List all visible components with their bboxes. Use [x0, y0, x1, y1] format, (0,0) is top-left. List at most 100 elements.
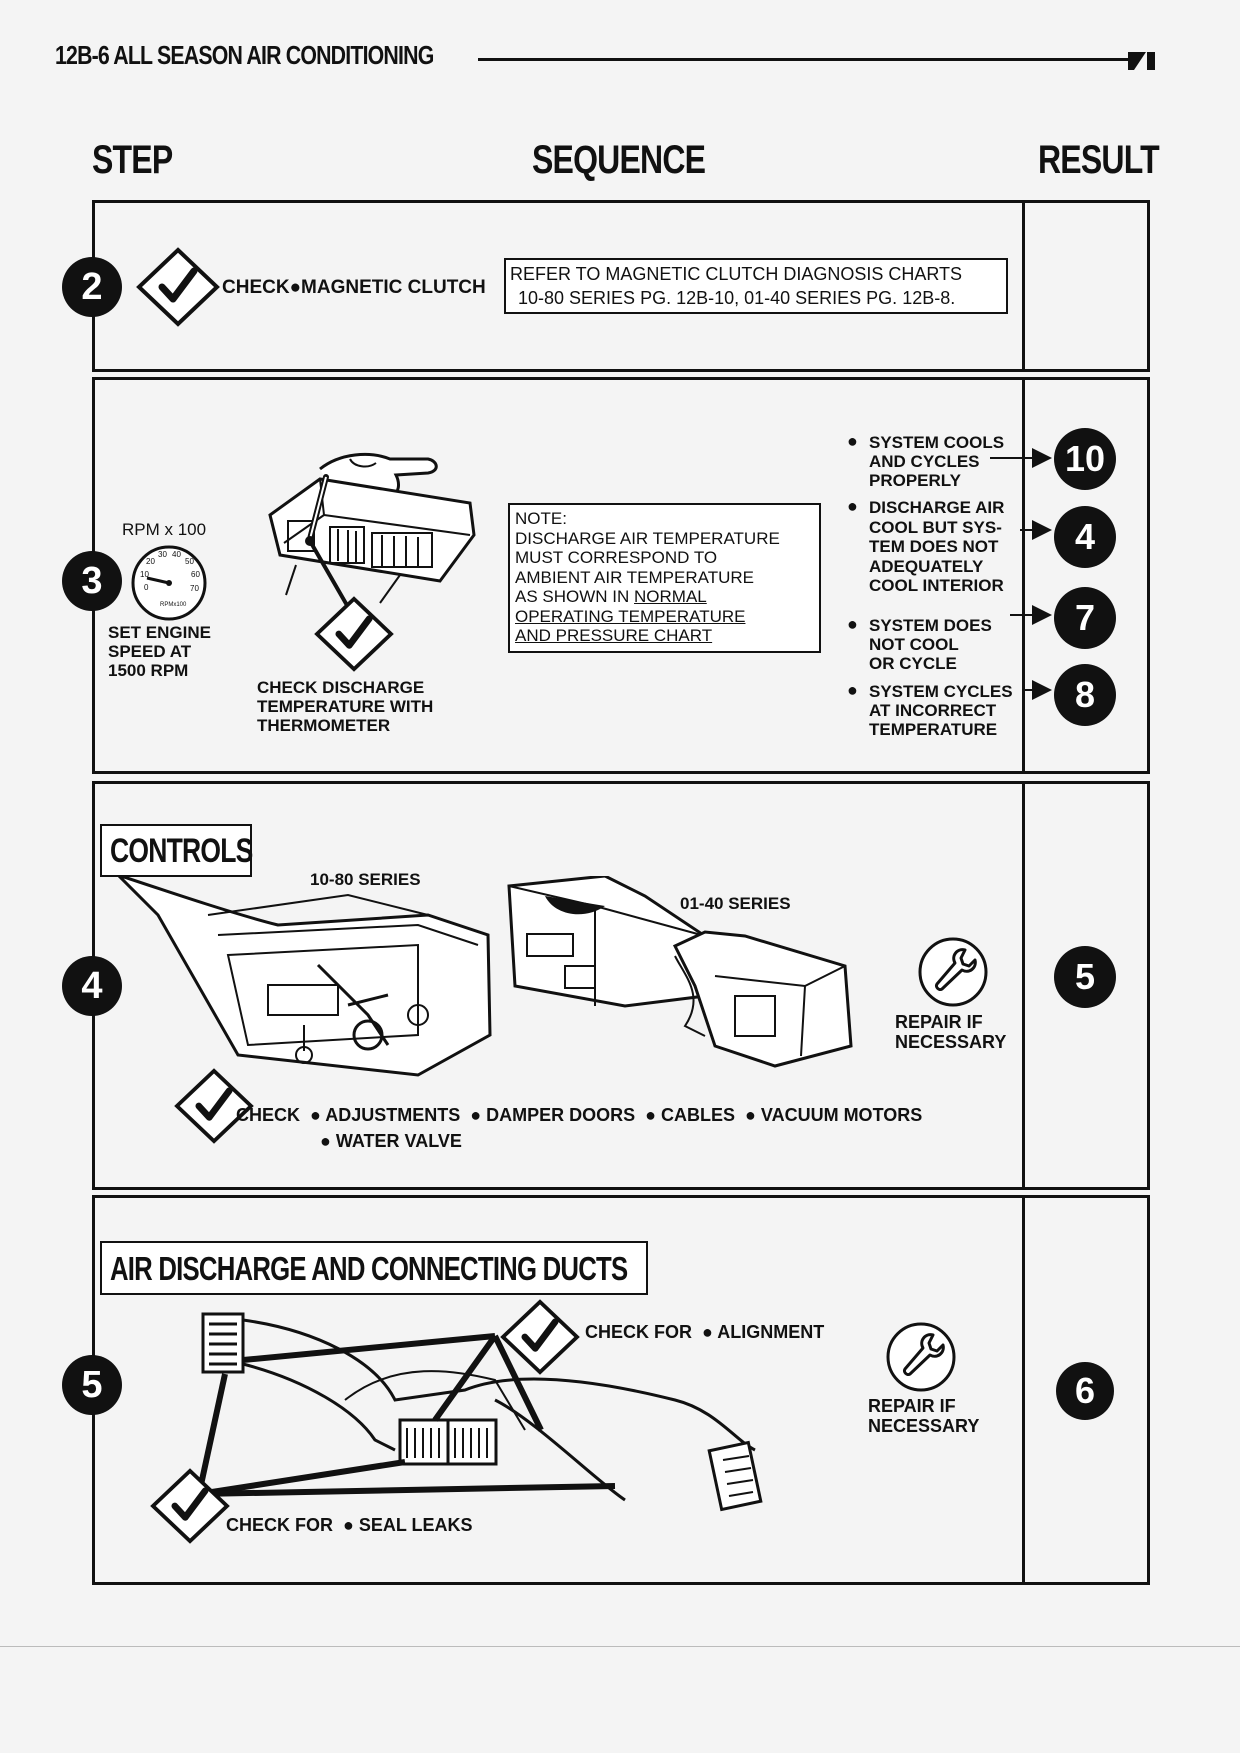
page-bottom-edge	[0, 1646, 1240, 1647]
result-1-line-1: SYSTEM COOLS	[869, 433, 1005, 452]
tachometer-gauge-icon: 0 10 20 30 40 50 60 70 RPMx100	[131, 545, 207, 621]
set-speed-line-1: SET ENGINE	[108, 623, 211, 642]
note-line-2: MUST CORRESPOND TO	[515, 548, 718, 567]
repair-if-necessary-5: REPAIR IF NECESSARY	[868, 1396, 979, 1436]
page-title: 12B-6 ALL SEASON AIR CONDITIONING	[55, 40, 434, 70]
refer-line-2: 10-80 SERIES PG. 12B-10, 01-40 SERIES PG…	[518, 288, 956, 308]
controls-check-list: CHECK ● ADJUSTMENTS ● DAMPER DOORS ● CAB…	[236, 1105, 923, 1151]
check-seal-leaks: CHECK FOR ● SEAL LEAKS	[226, 1515, 473, 1535]
set-engine-speed: SET ENGINE SPEED AT 1500 RPM	[108, 623, 211, 680]
goto-7-badge[interactable]: 7	[1054, 587, 1116, 649]
result-2-line-4: ADEQUATELY	[869, 556, 984, 576]
column-step: STEP	[92, 138, 173, 182]
step-3-badge: 3	[62, 551, 122, 611]
dash-vent-thermometer-illustration	[268, 452, 476, 608]
result-divider-2	[1022, 200, 1025, 372]
note-link-line-2[interactable]: AND PRESSURE CHART	[515, 626, 713, 645]
set-speed-line-3: 1500 RPM	[108, 661, 189, 680]
checkmark-diamond-icon	[174, 1068, 254, 1144]
gauge-num-20: 20	[146, 557, 155, 566]
goto-5-badge[interactable]: 5	[1054, 946, 1116, 1008]
result-divider-4	[1022, 781, 1025, 1190]
set-speed-line-2: SPEED AT	[108, 642, 192, 661]
gauge-num-70: 70	[190, 584, 199, 593]
result-1-line-3: PROPERLY	[869, 471, 961, 490]
goto-6-badge[interactable]: 6	[1056, 1362, 1114, 1420]
repair-4-line-2: NECESSARY	[895, 1032, 1007, 1052]
repair-4-line-1: REPAIR IF	[895, 1012, 983, 1032]
check-alignment: CHECK FOR ● ALIGNMENT	[585, 1322, 825, 1342]
gauge-num-40: 40	[172, 550, 181, 559]
check-discharge-line-2: TEMPERATURE WITH	[257, 697, 434, 716]
step-2-badge: 2	[62, 257, 122, 317]
wrench-circle-icon	[918, 937, 988, 1007]
column-sequence: SEQUENCE	[532, 138, 706, 182]
goto-8-badge[interactable]: 8	[1054, 664, 1116, 726]
check-item: MAGNETIC CLUTCH	[301, 277, 486, 298]
result-2-line-3: TEM DOES NOT	[869, 537, 999, 556]
check-discharge-line-3: THERMOMETER	[257, 716, 391, 735]
checkmark-diamond-icon	[136, 247, 220, 327]
check-discharge-line-1: CHECK DISCHARGE	[257, 678, 425, 697]
check-label-4: CHECK	[236, 1105, 301, 1125]
hvac-module-10-80-illustration	[118, 875, 492, 1077]
result-3-line-2: NOT COOL	[869, 635, 959, 654]
checkmark-diamond-icon	[500, 1299, 580, 1375]
check-label: CHECK	[222, 277, 290, 298]
header-rule	[478, 58, 1130, 61]
result-cools-properly: SYSTEM COOLS AND CYCLES PROPERLY	[847, 432, 1005, 490]
result-4-line-3: TEMPERATURE	[869, 720, 998, 739]
alignment-item: ALIGNMENT	[717, 1322, 825, 1342]
result-incorrect-cycle: SYSTEM CYCLES AT INCORRECT TEMPERATURE	[847, 681, 1013, 739]
refer-box: REFER TO MAGNETIC CLUTCH DIAGNOSIS CHART…	[504, 258, 1008, 314]
result-4-line-2: AT INCORRECT	[869, 701, 997, 720]
step-4-badge: 4	[62, 956, 122, 1016]
step-5-badge: 5	[62, 1355, 122, 1415]
result-2-line-5: COOL INTERIOR	[869, 576, 1004, 595]
result-3-line-3: OR CYCLE	[869, 654, 957, 673]
gauge-num-60: 60	[191, 570, 200, 579]
checkmark-diamond-icon	[150, 1468, 230, 1544]
check-vacuum-motors: VACUUM MOTORS	[760, 1105, 923, 1125]
result-4-line-1: SYSTEM CYCLES	[869, 682, 1013, 701]
result-1-line-2: AND CYCLES	[869, 452, 980, 471]
air-ducts-illustration	[196, 1312, 763, 1512]
column-result: RESULT	[1038, 138, 1160, 182]
seal-leaks-item: SEAL LEAKS	[358, 1515, 473, 1535]
check-magnetic-clutch: CHECK●MAGNETIC CLUTCH	[222, 277, 486, 298]
note-box: NOTE: DISCHARGE AIR TEMPERATURE MUST COR…	[508, 503, 821, 653]
gauge-num-50: 50	[185, 557, 194, 566]
chart-reference-link[interactable]: NORMAL	[634, 587, 707, 606]
ducts-title: AIR DISCHARGE AND CONNECTING DUCTS	[110, 1250, 628, 1287]
series-10-80-label: 10-80 SERIES	[310, 870, 421, 889]
goto-4-badge[interactable]: 4	[1054, 506, 1116, 568]
rpm-label: RPM x 100	[122, 520, 207, 539]
result-no-cool: SYSTEM DOES NOT COOL OR CYCLE	[847, 615, 992, 673]
check-damper-doors: DAMPER DOORS	[486, 1105, 636, 1125]
note-line-4: AS SHOWN IN	[515, 587, 635, 606]
check-for-label-a: CHECK FOR	[585, 1322, 692, 1342]
repair-if-necessary-4: REPAIR IF NECESSARY	[895, 1012, 1006, 1052]
wrench-circle-icon	[886, 1322, 956, 1392]
goto-10-badge[interactable]: 10	[1054, 428, 1116, 490]
gauge-num-10: 10	[140, 570, 149, 579]
page-corner-mark-icon	[1128, 52, 1155, 70]
result-inadequate-cooling: DISCHARGE AIR COOL BUT SYS- TEM DOES NOT…	[847, 497, 1004, 596]
result-divider-3	[1022, 377, 1025, 774]
repair-5-line-2: NECESSARY	[868, 1416, 980, 1436]
gauge-unit: RPMx100	[160, 602, 187, 608]
note-line-1: DISCHARGE AIR TEMPERATURE	[515, 528, 780, 548]
check-water-valve: WATER VALVE	[335, 1131, 462, 1151]
note-link-line-1[interactable]: OPERATING TEMPERATURE	[515, 606, 746, 626]
note-heading: NOTE:	[515, 509, 567, 528]
result-divider-5	[1022, 1195, 1025, 1585]
check-adjustments: ADJUSTMENTS	[325, 1105, 461, 1125]
ducts-title-box: AIR DISCHARGE AND CONNECTING DUCTS	[100, 1241, 648, 1295]
repair-5-line-1: REPAIR IF	[868, 1396, 956, 1416]
series-01-40-label: 01-40 SERIES	[680, 894, 791, 913]
refer-line-1: REFER TO MAGNETIC CLUTCH DIAGNOSIS CHART…	[510, 264, 963, 284]
controls-title: CONTROLS	[110, 832, 253, 870]
result-3-line-1: SYSTEM DOES	[869, 616, 992, 635]
result-2-line-2: COOL BUT SYS-	[869, 517, 1002, 537]
gauge-num-0: 0	[144, 583, 149, 592]
